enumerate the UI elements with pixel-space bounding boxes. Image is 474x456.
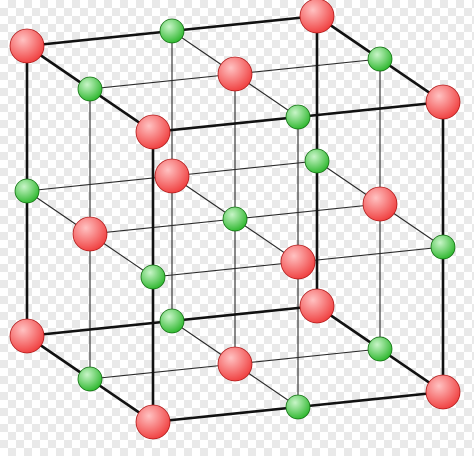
lattice-bond-line (89, 73, 236, 90)
cube-frame-edge (170, 14, 319, 33)
lattice-bonds (25, 14, 445, 424)
lattice-bond-line (89, 218, 236, 235)
cube-frame-edge (296, 390, 445, 409)
small-green-ion (367, 336, 393, 362)
small-green-ion (285, 394, 311, 420)
lattice-ions (9, 0, 461, 440)
large-red-ion (299, 288, 335, 324)
small-green-ion (14, 178, 40, 204)
large-red-ion (72, 216, 108, 252)
large-red-ion (217, 56, 253, 92)
small-green-ion (222, 206, 248, 232)
small-green-ion (285, 104, 311, 130)
cube-frame-edge (151, 115, 300, 134)
large-red-ion (154, 158, 190, 194)
small-green-ion (430, 234, 456, 260)
large-red-ion (362, 186, 398, 222)
large-red-ion (135, 404, 171, 440)
cube-frame-edge (151, 405, 300, 424)
large-red-ion (9, 318, 45, 354)
cube-frame-edge (296, 100, 445, 119)
lattice-bond-line (26, 175, 173, 192)
lattice-bond-line (171, 160, 318, 177)
lattice-bond-line (234, 58, 381, 75)
small-green-ion (77, 76, 103, 102)
large-red-ion (135, 114, 171, 150)
lattice-bond-line (234, 203, 381, 220)
lattice-bond-line (152, 261, 299, 278)
large-red-ion (299, 0, 335, 34)
lattice-bond-line (89, 363, 236, 380)
lattice-bond-line (234, 348, 381, 365)
small-green-ion (367, 46, 393, 72)
cube-frame-edge (170, 304, 319, 323)
small-green-ion (159, 308, 185, 334)
small-green-ion (304, 148, 330, 174)
small-green-ion (77, 366, 103, 392)
large-red-ion (9, 28, 45, 64)
large-red-ion (280, 244, 316, 280)
lattice-bond-line (297, 246, 444, 263)
large-red-ion (425, 84, 461, 120)
large-red-ion (217, 346, 253, 382)
cube-frame-edge (25, 319, 174, 338)
small-green-ion (159, 18, 185, 44)
small-green-ion (140, 264, 166, 290)
large-red-ion (425, 374, 461, 410)
cube-frame-edge (25, 29, 174, 48)
